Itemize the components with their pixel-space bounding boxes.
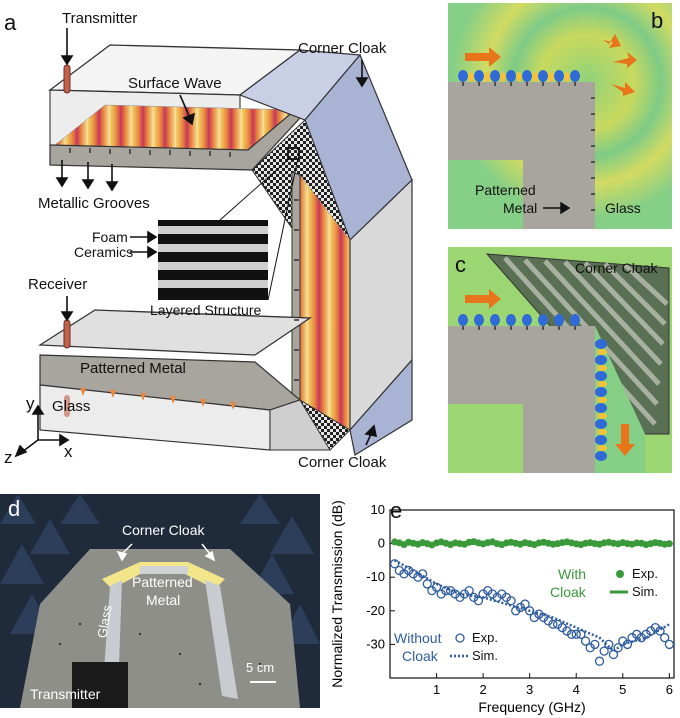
point-without-exp	[576, 629, 586, 639]
corner-cloak-top-label: Corner Cloak	[298, 40, 387, 57]
metallic-grooves-label: Metallic Grooves	[38, 195, 150, 212]
x-axis-label: Frequency (GHz)	[478, 699, 585, 715]
point-without-exp	[622, 639, 633, 650]
scale-bar-label: 5 cm	[246, 660, 275, 675]
field-map-c	[448, 247, 672, 473]
legend-with-exp: Exp.	[632, 566, 659, 581]
y-tick-label: -20	[366, 603, 385, 618]
legend-with: With	[558, 566, 586, 582]
foam-label: Foam	[92, 229, 128, 245]
layered-structure-label: Layered Structure	[150, 302, 262, 318]
x-tick-label: 6	[666, 682, 673, 697]
point-without-exp	[525, 606, 535, 616]
point-without-exp	[571, 629, 581, 639]
panel-a-letter: a	[4, 10, 17, 35]
y-tick-label: -30	[366, 636, 385, 651]
x-tick-label: 3	[526, 682, 533, 697]
legend-without-exp-marker	[455, 633, 465, 643]
legend-without-exp: Exp.	[472, 630, 499, 645]
y-tick-label: 10	[371, 502, 385, 517]
point-without-exp	[664, 639, 674, 650]
point-without-exp	[464, 585, 474, 596]
field-map-b	[448, 3, 672, 229]
y-tick-label: -10	[366, 569, 385, 584]
point-without-exp	[441, 585, 451, 596]
x-tick-label: 2	[479, 682, 486, 697]
axis-y-label: y	[26, 394, 35, 413]
point-without-exp	[417, 569, 428, 579]
legend-with-exp-marker	[616, 570, 624, 578]
point-without-exp	[566, 629, 577, 639]
glass-label-b: Glass	[605, 200, 641, 216]
point-without-exp	[520, 599, 530, 609]
y-tick-label: 0	[378, 536, 385, 551]
metal-label-d: Metal	[146, 592, 181, 608]
legend-without-cloak: Cloak	[402, 648, 438, 664]
corner-cloak-label-c: Corner Cloak	[575, 260, 658, 276]
point-without-exp	[599, 646, 609, 656]
point-without-exp	[506, 596, 516, 606]
plot-frame	[389, 509, 675, 679]
point-without-exp	[473, 596, 484, 606]
point-with-exp	[665, 540, 673, 548]
point-without-exp	[390, 559, 400, 569]
point-without-exp	[431, 582, 442, 592]
metal-label-b: Metal	[503, 200, 538, 216]
x-tick-label: 5	[619, 682, 626, 697]
point-without-exp	[580, 636, 591, 646]
panel-e-letter: e	[390, 498, 403, 523]
legend-with-sim: Sim.	[632, 584, 658, 599]
point-without-exp	[655, 626, 665, 636]
point-without-exp	[604, 639, 614, 650]
point-without-exp	[613, 643, 623, 653]
legend-without: Without	[394, 630, 442, 646]
x-tick-label: 4	[573, 682, 580, 697]
legend-without-sim: Sim.	[472, 648, 498, 663]
corner-cloak-bottom-label: Corner Cloak	[298, 454, 387, 471]
point-without-exp	[660, 633, 670, 643]
panel-d: d Corner Cloak Patterned Metal Glass 5 c…	[0, 494, 320, 708]
patterned-label-b: Patterned	[475, 182, 536, 198]
surface-wave-label: Surface Wave	[128, 75, 222, 92]
x-tick-label: 1	[433, 682, 440, 697]
legend-with-cloak: Cloak	[550, 584, 586, 600]
ceramics-label: Ceramics	[74, 244, 134, 260]
panel-c-letter: c	[455, 252, 466, 277]
axis-z-label: z	[4, 448, 13, 467]
panel-b-letter: b	[651, 8, 664, 33]
cloak-device-illustration	[14, 28, 413, 458]
transmitter-label: Transmitter	[62, 10, 138, 27]
glass-label: Glass	[52, 398, 91, 415]
panel-d-letter: d	[8, 496, 21, 521]
transmitter-label-d: Transmitter	[30, 686, 101, 702]
patterned-metal-label: Patterned Metal	[80, 360, 186, 377]
point-without-exp	[594, 656, 605, 666]
y-axis-label: Normalized Transmission (dB)	[329, 500, 345, 688]
panel-c: c Corner Cloak	[445, 244, 675, 476]
point-without-exp	[608, 649, 619, 660]
receiver-label: Receiver	[28, 276, 88, 293]
patterned-label-d: Patterned	[132, 574, 193, 590]
axis-x-label: x	[64, 442, 73, 461]
experiment-photo	[0, 494, 320, 708]
corner-cloak-label-d: Corner Cloak	[122, 522, 205, 538]
point-without-exp	[590, 639, 600, 650]
point-without-exp	[548, 619, 558, 629]
point-without-exp	[422, 579, 432, 589]
panel-a: a	[0, 0, 420, 480]
panel-b: b Patterned Metal Glass	[445, 0, 675, 232]
